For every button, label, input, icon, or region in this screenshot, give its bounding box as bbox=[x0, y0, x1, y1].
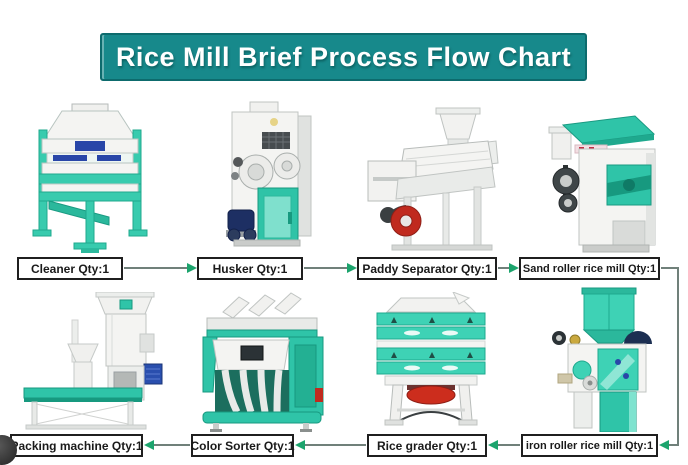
paddy-separator-machine-figure bbox=[348, 105, 503, 255]
label-cleaner: Cleaner Qty:1 bbox=[17, 257, 123, 280]
iron-roller-rice-mill-machine-image bbox=[552, 287, 652, 432]
arrow-rice-grader-to-color-sorter bbox=[295, 440, 366, 450]
corner-dark-circle-decoration bbox=[0, 435, 17, 465]
cleaner-machine-figure bbox=[15, 100, 165, 255]
packing-machine-image bbox=[23, 292, 163, 430]
rice-grader-machine-image bbox=[376, 292, 486, 426]
label-paddy-separator: Paddy Separator Qty:1 bbox=[357, 257, 497, 280]
rice-grader-machine-figure bbox=[357, 292, 505, 430]
label-sand-roller-rice-mill: Sand roller rice mill Qty:1 bbox=[519, 257, 660, 280]
arrow-color-sorter-to-packing bbox=[144, 440, 190, 450]
color-sorter-machine-image bbox=[202, 292, 324, 432]
arrow-paddy-separator-to-sand-roller bbox=[498, 263, 519, 273]
cleaner-machine-image bbox=[32, 103, 148, 253]
label-iron-roller-rice-mill: iron roller rice mill Qty:1 bbox=[521, 434, 658, 457]
label-packing-machine: Packing machine Qty:1 bbox=[10, 434, 143, 457]
label-color-sorter: Color Sorter Qty:1 bbox=[191, 434, 295, 457]
color-sorter-machine-figure bbox=[187, 292, 335, 432]
label-husker: Husker Qty:1 bbox=[197, 257, 303, 280]
sand-roller-rice-mill-machine-figure bbox=[527, 103, 682, 255]
sand-roller-rice-mill-machine-image bbox=[548, 115, 656, 253]
paddy-separator-machine-image bbox=[367, 107, 499, 251]
arrow-husker-to-paddy-separator bbox=[304, 263, 357, 273]
husker-machine-image bbox=[226, 101, 312, 247]
husker-machine-figure bbox=[192, 100, 332, 257]
page-title: Rice Mill Brief Process Flow Chart bbox=[100, 33, 587, 81]
arrow-cleaner-to-husker bbox=[124, 263, 197, 273]
arrow-iron-roller-to-rice-grader bbox=[488, 440, 520, 450]
iron-roller-rice-mill-machine-figure bbox=[532, 286, 678, 432]
label-rice-grader: Rice grader Qty:1 bbox=[367, 434, 487, 457]
packing-machine-figure bbox=[12, 292, 170, 430]
